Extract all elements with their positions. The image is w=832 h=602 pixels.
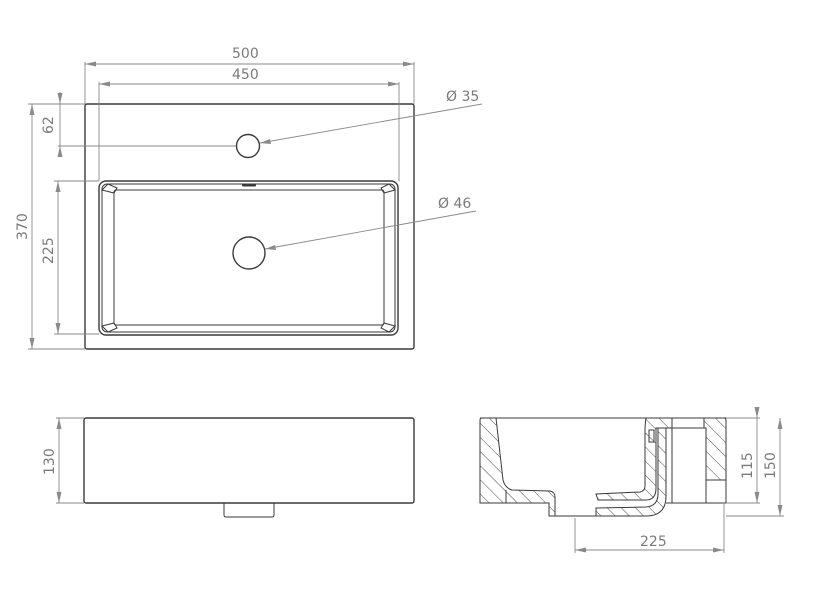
label-section-height: 150 — [763, 452, 779, 479]
section-outer-wall — [703, 417, 727, 481]
label-tap-offset: 62 — [41, 116, 57, 134]
dim-bowl-depth — [54, 180, 99, 335]
section-drain-pipe — [595, 427, 667, 517]
section-left-wall — [479, 417, 556, 517]
label-section-bowl-depth: 115 — [740, 452, 756, 479]
bowl-inner-rim — [101, 183, 396, 333]
dim-section-height — [726, 418, 784, 517]
bowl-rim-outline — [98, 180, 399, 336]
dim-bowl-width — [98, 81, 400, 181]
front-view-outline — [83, 417, 415, 504]
bowl-corner-facets — [101, 183, 396, 333]
label-bowl-width: 450 — [232, 67, 259, 83]
top-view — [28, 61, 483, 350]
label-tap-hole-diameter: Ø 35 — [446, 89, 480, 105]
front-view — [56, 417, 415, 518]
overflow-slot — [242, 184, 256, 187]
dim-section-drain-offset — [574, 503, 725, 553]
label-overall-width: 500 — [232, 46, 259, 62]
dim-section-bowl-depth — [726, 407, 760, 504]
leader-tap-hole — [259, 103, 483, 144]
leader-drain — [264, 210, 477, 250]
label-overall-depth: 370 — [15, 213, 31, 240]
tap-hole — [235, 133, 261, 159]
dim-overall-depth — [28, 103, 85, 350]
bowl-floor-outline — [113, 189, 385, 326]
drain-tail-outline — [223, 503, 275, 518]
dim-tap-offset — [57, 92, 236, 157]
section-cavity — [671, 427, 707, 504]
dim-overall-width — [84, 61, 415, 104]
section-view — [479, 407, 784, 553]
dim-front-height — [56, 417, 84, 504]
section-right-wall — [595, 417, 673, 501]
label-bowl-depth: 225 — [41, 237, 57, 264]
top-view-outer-outline — [84, 103, 415, 350]
drain-hole — [232, 236, 266, 270]
label-front-height: 130 — [42, 448, 58, 475]
overflow-channel — [648, 429, 655, 443]
label-drain-diameter: Ø 46 — [438, 196, 472, 212]
label-section-drain-offset: 225 — [640, 534, 667, 550]
